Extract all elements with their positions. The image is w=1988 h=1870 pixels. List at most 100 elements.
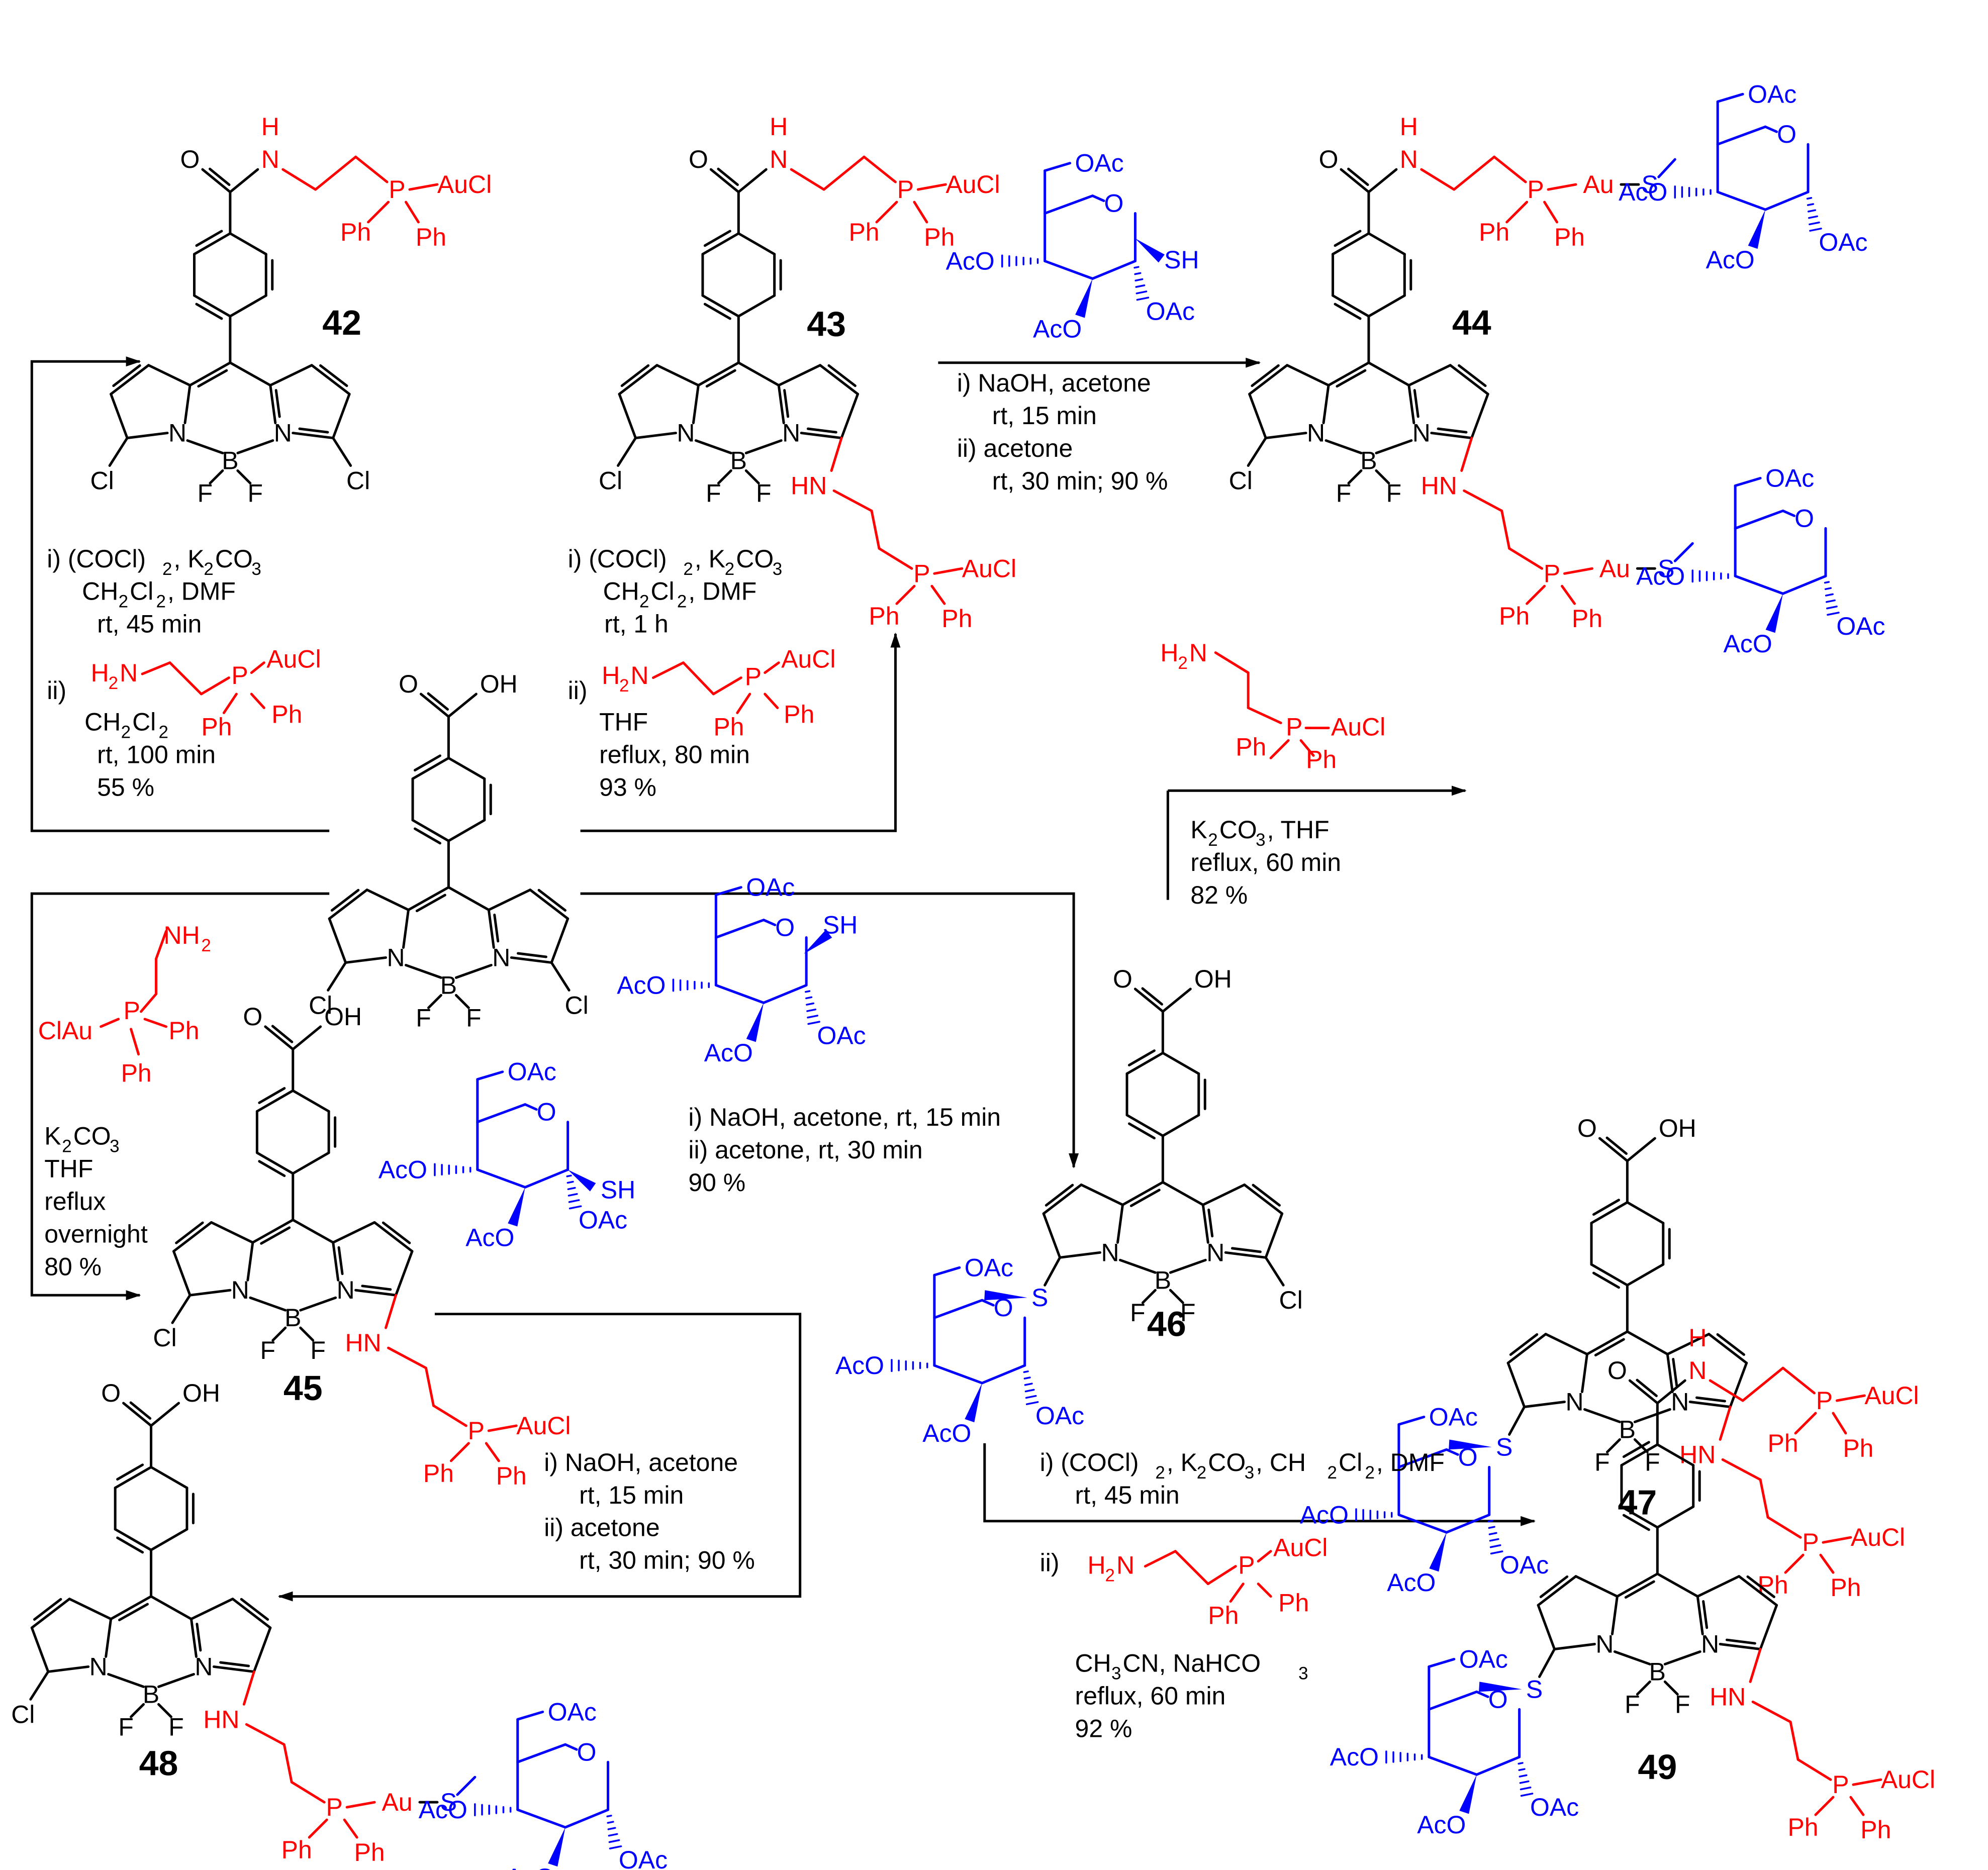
atom-label: Au <box>1583 170 1614 199</box>
bond <box>744 439 783 455</box>
bond <box>1413 389 1419 418</box>
bond <box>122 1402 153 1427</box>
bond <box>269 384 277 425</box>
bond <box>447 819 486 842</box>
wedge-bond <box>1449 1439 1492 1450</box>
bond <box>1332 232 1370 256</box>
atom-label: Cl <box>11 1700 35 1728</box>
atom-label: F <box>1180 1299 1196 1327</box>
bond <box>697 361 740 387</box>
atom-label: Ph <box>924 223 955 251</box>
reagent-text: , DMF <box>167 577 236 606</box>
compound-number: 46 <box>1147 1305 1186 1344</box>
reagent-text: H <box>91 659 109 687</box>
reaction-arrow <box>580 632 901 832</box>
bond <box>1490 1550 1503 1555</box>
bond <box>1375 469 1390 484</box>
bond <box>1613 1650 1651 1665</box>
bond <box>1537 1575 1577 1607</box>
bond <box>1488 1526 1495 1529</box>
reagent-text: CH <box>84 708 121 736</box>
bond <box>200 676 230 696</box>
bond <box>1458 364 1487 387</box>
bond <box>1806 197 1813 200</box>
bond <box>1375 439 1413 455</box>
bond <box>1327 361 1370 387</box>
atom-label: P <box>1802 1528 1819 1556</box>
bond <box>373 1221 414 1253</box>
reagent-text: i) NaOH, acetone, rt, 15 min <box>688 1103 1001 1131</box>
atom-label: N <box>1101 1238 1119 1266</box>
reagent-text: , K <box>174 545 205 573</box>
bond <box>1045 1184 1074 1207</box>
text: Ph <box>713 713 744 741</box>
bond <box>1201 1203 1209 1244</box>
bond <box>701 294 740 318</box>
wedge-bond <box>1135 238 1165 263</box>
bond <box>337 1246 344 1275</box>
bond <box>1340 168 1370 193</box>
bond <box>432 1404 467 1427</box>
atom-label: N <box>677 419 695 447</box>
bond <box>456 1776 477 1796</box>
bond <box>1136 297 1150 301</box>
bond <box>1445 1513 1491 1534</box>
bond <box>365 889 410 912</box>
atom-label: AcO <box>1033 315 1082 343</box>
atom-label: N <box>770 145 788 173</box>
bond <box>157 1703 173 1718</box>
atom-label: F <box>168 1713 184 1741</box>
atom-label: AcO <box>1706 246 1755 274</box>
atom-label: Ph <box>1768 1429 1798 1457</box>
bond <box>282 1743 293 1784</box>
text: 2 <box>201 936 211 955</box>
atom-label: F <box>248 479 263 507</box>
hydroxyl-label: OH <box>1194 965 1232 993</box>
bond <box>1822 1536 1852 1544</box>
atom-label: AcO <box>1636 562 1685 590</box>
bond <box>806 427 837 434</box>
bond <box>271 1025 294 1043</box>
atom-label: S <box>1031 1284 1048 1312</box>
atom-label: AuCl <box>962 554 1016 582</box>
atom-label: Ph <box>1787 1813 1818 1841</box>
bond <box>777 384 785 425</box>
bond <box>1729 1361 1748 1408</box>
atom-label: F <box>416 1004 431 1032</box>
atom-label: N <box>1412 419 1431 447</box>
atom-label: F <box>466 1004 482 1032</box>
atom-label: F <box>1594 1448 1610 1476</box>
atom-label: O <box>180 145 200 173</box>
bond <box>1741 1366 1784 1402</box>
bond <box>1827 612 1840 616</box>
bond <box>1590 1201 1629 1225</box>
atom-label: N <box>387 943 405 971</box>
bond <box>209 469 224 484</box>
reagent-text: rt, 15 min <box>579 1481 684 1509</box>
bond <box>1764 190 1810 211</box>
atom-label: N <box>231 1276 249 1304</box>
bond <box>1738 1575 1778 1607</box>
bond <box>129 1401 152 1420</box>
atom-label: OAc <box>508 1058 556 1086</box>
bond <box>1367 361 1410 387</box>
atom-label: Au <box>382 1788 412 1816</box>
atom-label: F <box>260 1336 276 1364</box>
bond <box>705 369 736 388</box>
bond <box>327 961 347 992</box>
bond <box>424 1366 435 1407</box>
bond <box>1488 1532 1497 1535</box>
bond <box>1656 1443 1695 1467</box>
bond <box>607 1821 614 1824</box>
atom-label: F <box>1130 1299 1146 1327</box>
bond <box>1656 1505 1695 1529</box>
atom-label: Ph <box>941 605 972 633</box>
compound-number: 48 <box>139 1744 178 1783</box>
text: H <box>1160 639 1178 667</box>
bond <box>1781 1366 1816 1395</box>
bond <box>188 1289 232 1297</box>
bond <box>790 168 825 191</box>
